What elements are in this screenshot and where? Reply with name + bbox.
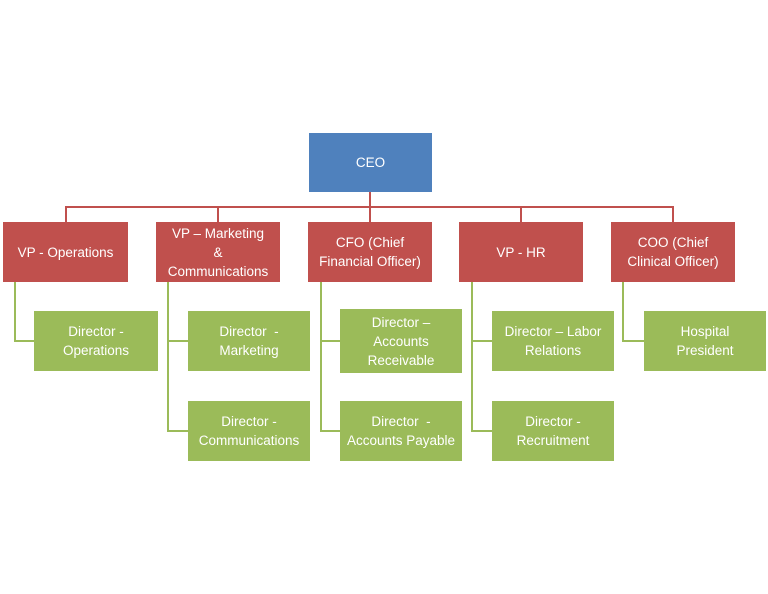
stub-vp-marketing xyxy=(217,206,219,222)
elbow-director-operations xyxy=(14,340,34,342)
org-node-director-marketing[interactable]: Director - Marketing xyxy=(188,311,310,371)
elbow-hospital-president xyxy=(622,340,644,342)
drop-vp-marketing xyxy=(167,282,169,432)
org-node-director-accounts-payable[interactable]: Director - Accounts Payable xyxy=(340,401,462,461)
drop-vp-operations xyxy=(14,282,16,342)
drop-cfo xyxy=(320,282,322,432)
drop-coo xyxy=(622,282,624,342)
org-node-coo[interactable]: COO (Chief Clinical Officer) xyxy=(611,222,735,282)
org-node-director-labor-relations[interactable]: Director – Labor Relations xyxy=(492,311,614,371)
elbow-director-communications xyxy=(167,430,188,432)
org-node-director-communications[interactable]: Director - Communications xyxy=(188,401,310,461)
org-node-vp-marketing-communications[interactable]: VP – Marketing & Communications xyxy=(156,222,280,282)
stub-vp-operations xyxy=(65,206,67,222)
drop-vp-hr xyxy=(471,282,473,432)
org-node-ceo[interactable]: CEO xyxy=(309,133,432,192)
vp-rail-line xyxy=(65,206,674,208)
org-node-director-operations[interactable]: Director - Operations xyxy=(34,311,158,371)
elbow-director-labor-relations xyxy=(471,340,492,342)
stub-vp-hr xyxy=(520,206,522,222)
org-node-director-recruitment[interactable]: Director - Recruitment xyxy=(492,401,614,461)
org-node-hospital-president[interactable]: Hospital President xyxy=(644,311,766,371)
org-node-vp-hr[interactable]: VP - HR xyxy=(459,222,583,282)
org-node-vp-operations[interactable]: VP - Operations xyxy=(3,222,128,282)
org-node-director-accounts-receivable[interactable]: Director – Accounts Receivable xyxy=(340,309,462,373)
org-node-cfo[interactable]: CFO (Chief Financial Officer) xyxy=(308,222,432,282)
elbow-director-accounts-payable xyxy=(320,430,340,432)
stub-coo xyxy=(672,206,674,222)
elbow-director-recruitment xyxy=(471,430,492,432)
elbow-director-marketing xyxy=(167,340,188,342)
elbow-director-accounts-receivable xyxy=(320,340,340,342)
